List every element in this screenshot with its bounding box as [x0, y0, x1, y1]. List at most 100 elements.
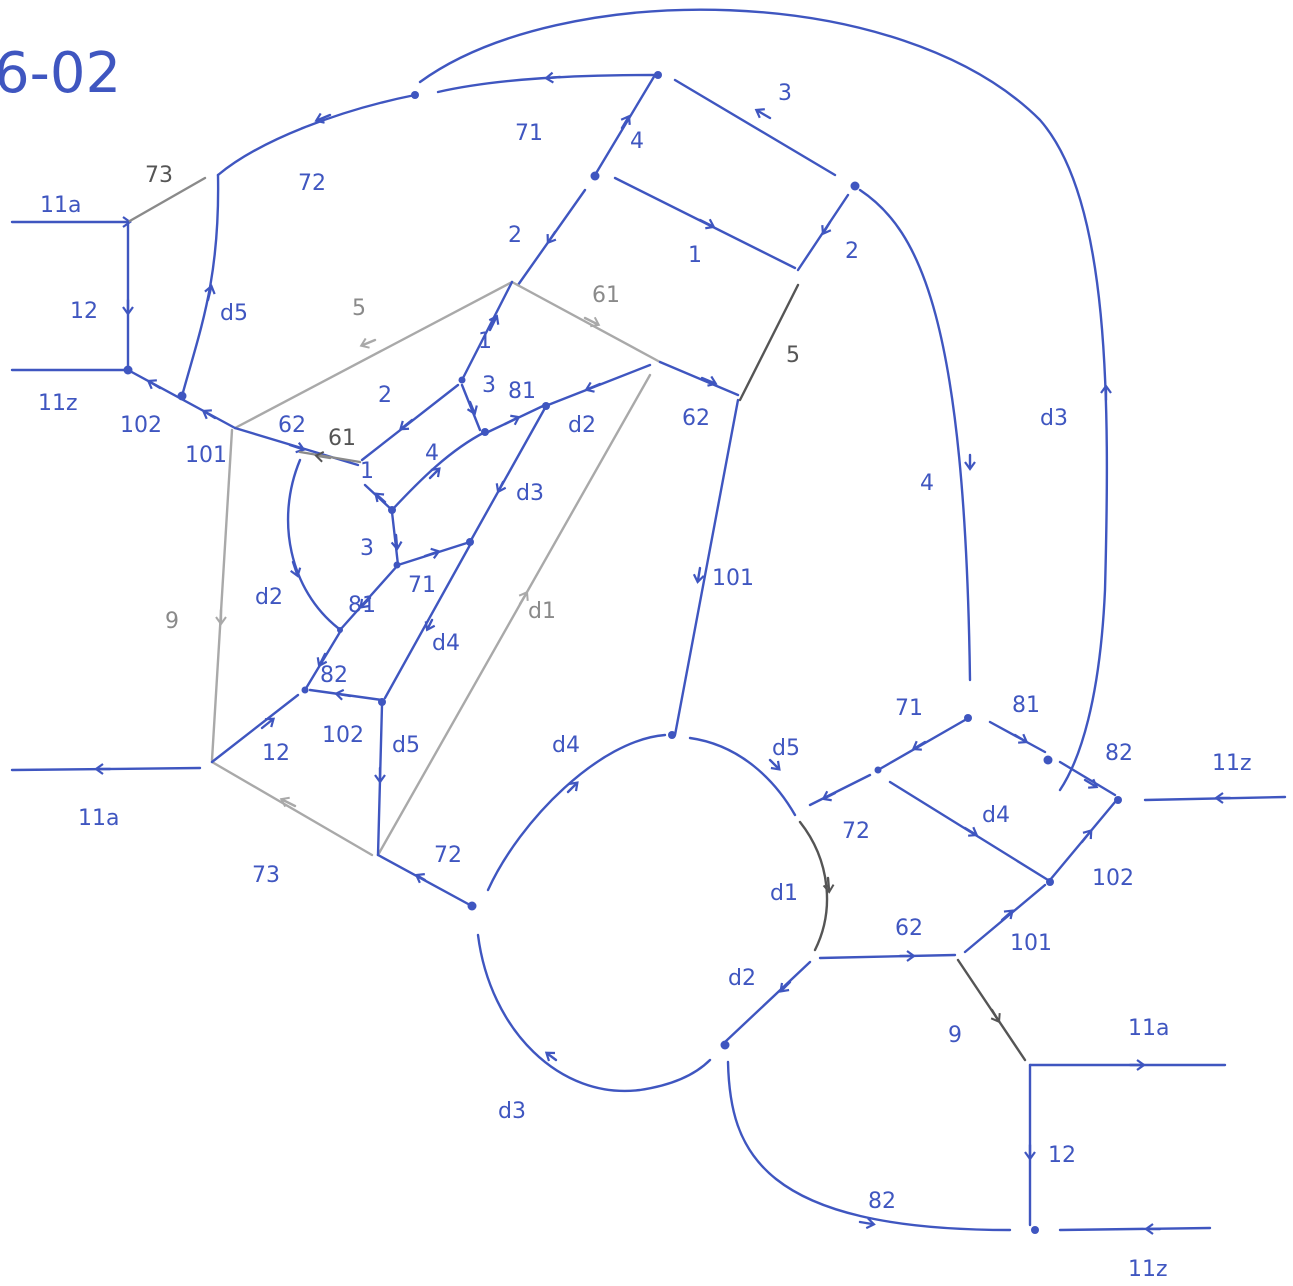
arrow-5-grey [359, 337, 377, 349]
arrow-1-top [698, 218, 716, 230]
arrow-102-inner [334, 688, 352, 701]
label-71-r: 71 [895, 696, 923, 721]
label-5-grey: 5 [352, 296, 366, 321]
arrow-3-inner [466, 400, 478, 416]
label-101-d: 101 [712, 566, 754, 591]
arrow-2-inner [398, 418, 414, 431]
edges-top-square [516, 73, 976, 682]
arrow-82-lower [858, 1217, 876, 1230]
arrow-101-lower [1000, 909, 1014, 922]
node-1-inner [388, 506, 396, 514]
arrow-12-inner [260, 717, 276, 730]
edge-5-dark [738, 283, 800, 402]
arrow-2-left [546, 230, 557, 245]
node-102-top [177, 391, 187, 401]
label-d5-tl: d5 [220, 301, 248, 326]
label-61-left: 61 [328, 426, 356, 451]
arrow-d5-top [204, 284, 216, 302]
label-11a-bl: 11a [78, 806, 119, 831]
edge-d1-grey [376, 373, 652, 857]
nodes [123, 71, 1122, 1234]
label-d4-r: d4 [982, 803, 1010, 828]
label-72-bl: 72 [434, 843, 462, 868]
edge-3-inner-b [390, 510, 400, 567]
arrow-d4-right [963, 826, 979, 837]
edge-d1-right [798, 820, 829, 952]
label-d4-e: d4 [552, 733, 580, 758]
edge-82-lower [726, 1060, 1012, 1232]
edge-72-right [808, 773, 872, 807]
arrow-2-right [821, 220, 832, 236]
node-1-mid [458, 376, 466, 384]
label-72-top: 72 [298, 171, 326, 196]
label-d3-right: d3 [1040, 406, 1068, 431]
label-71-top: 71 [515, 121, 543, 146]
node-d2-lower [720, 1040, 730, 1050]
node-71-inner [466, 538, 474, 546]
node-81-inner [542, 402, 550, 410]
node-3-inner-b [393, 561, 401, 569]
edge-11z-br [1058, 1226, 1212, 1232]
arrow-73-grey [279, 796, 297, 808]
edges-grey-frame [210, 280, 662, 857]
label-11a-br: 11a [1128, 1016, 1169, 1041]
edge-101-right [673, 398, 740, 737]
edge-5-grey [233, 280, 514, 430]
node-11z-left [123, 365, 133, 375]
edge-d5-lower [688, 736, 797, 817]
node-82-inner [301, 686, 309, 694]
arrow-81-right [1013, 733, 1029, 744]
edge-73-top [126, 176, 207, 224]
label-81-r: 81 [1012, 693, 1040, 718]
label-4-right: 4 [920, 471, 934, 496]
arrow-81-inner [503, 414, 521, 426]
edge-d2-left [286, 458, 340, 630]
node-81-right [1043, 755, 1053, 765]
edge-12-inner [210, 693, 300, 764]
arrow-d4-lower [566, 781, 579, 794]
arrow-4-top [620, 114, 631, 130]
node-4-top [590, 171, 600, 181]
label-d5-e: d5 [772, 736, 800, 761]
edge-62-lower [818, 953, 957, 960]
label-12-d: 12 [262, 741, 290, 766]
label-d3-b: d3 [498, 1099, 526, 1124]
node-72-bottom [467, 901, 477, 911]
label-d2-d: d2 [255, 585, 283, 610]
node-71-top [654, 71, 662, 79]
label-4-top: 4 [630, 129, 644, 154]
arrow-d3-lower [544, 1051, 558, 1062]
arrow-102-lower [1080, 828, 1093, 844]
label-102-r: 102 [1092, 866, 1134, 891]
arrow-d1-grey [518, 590, 529, 606]
edge-d3-lower [476, 933, 712, 1093]
edge-73-grey [210, 760, 374, 857]
label-11z-br: 11z [1128, 1257, 1168, 1282]
edge-62-right [658, 360, 740, 397]
label-1-c: 1 [478, 329, 492, 354]
label-102-d: 102 [322, 723, 364, 748]
arrow-d4-inner [424, 618, 436, 632]
arrow-d3-inner [495, 480, 507, 494]
arrow-62-right [700, 375, 718, 387]
label-d1-r: d1 [770, 881, 798, 906]
arrow-71-inner [423, 547, 441, 559]
node-3-top [850, 181, 860, 191]
edge-4-right [858, 188, 972, 682]
node-72-top [411, 91, 419, 99]
label-5-dark: 5 [786, 343, 800, 368]
label-101-r: 101 [1010, 931, 1052, 956]
edge-71-top [436, 73, 657, 94]
label-2-b: 2 [845, 239, 859, 264]
node-82-right [1114, 796, 1122, 804]
label-12-br: 12 [1048, 1143, 1076, 1168]
label-3-c: 3 [482, 373, 496, 398]
edges-lower-right [476, 718, 1287, 1235]
edge-4-inner [390, 430, 487, 512]
label-101-tl: 101 [185, 443, 227, 468]
label-d1-grey: d1 [528, 599, 556, 624]
label-2-c: 2 [378, 383, 392, 408]
node-d4-lower [668, 731, 676, 739]
label-61-grey: 61 [592, 283, 620, 308]
